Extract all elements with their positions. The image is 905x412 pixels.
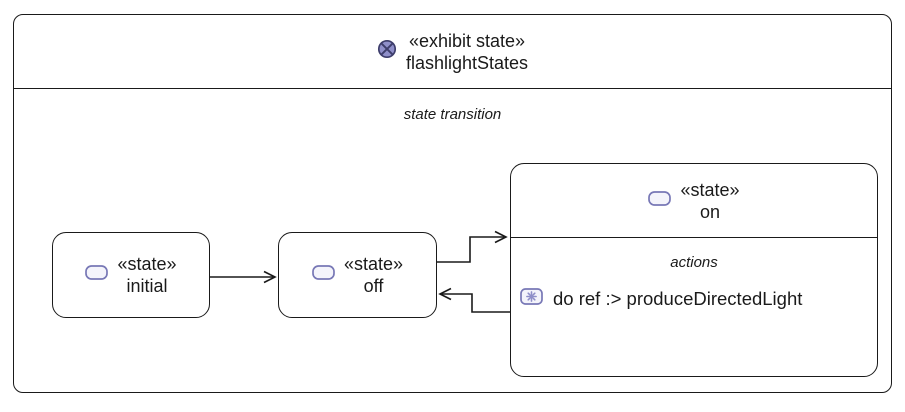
action-text: do ref :> produceDirectedLight — [553, 288, 803, 309]
frame-name: flashlightStates — [405, 52, 529, 73]
state-stereotype: «state» — [680, 179, 740, 200]
state-node-on: «state» on actions do ref :> produceDire… — [510, 163, 878, 377]
state-node-initial: «state» initial — [52, 232, 210, 318]
state-title: «state» initial — [117, 253, 176, 297]
state-name: on — [699, 201, 720, 222]
state-name: initial — [126, 276, 168, 296]
state-stereotype: «state» — [117, 254, 177, 274]
state-icon — [312, 265, 335, 285]
state-stereotype: «state» — [343, 254, 404, 274]
region-label: state transition — [403, 106, 502, 123]
frame-stereotype: «exhibit state» — [408, 30, 526, 51]
action-icon — [520, 288, 543, 310]
frame-title: «exhibit state» flashlightStates — [406, 30, 528, 74]
state-title: «state» on — [680, 179, 739, 223]
state-name: off — [363, 276, 384, 296]
state-icon — [648, 190, 672, 211]
state-node-off: «state» off — [278, 232, 437, 318]
state-title: «state» off — [344, 253, 403, 297]
exhibit-state-icon — [377, 39, 397, 64]
state-on-header: «state» on — [511, 164, 877, 238]
state-icon — [85, 265, 109, 285]
actions-label: actions — [670, 254, 718, 271]
action-row: do ref :> produceDirectedLight — [520, 288, 877, 310]
frame-header: «exhibit state» flashlightStates — [14, 15, 891, 89]
state-on-actions-compartment: actions do ref :> produceDirectedLight — [511, 254, 877, 310]
